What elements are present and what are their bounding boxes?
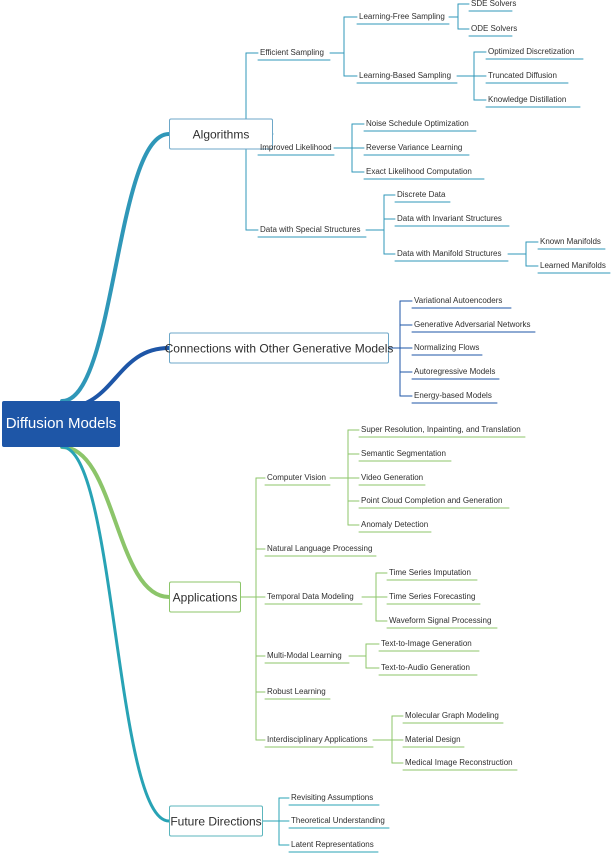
branch-future: Future Directions [169,805,263,837]
node-gan: Generative Adversarial Networks [414,320,531,329]
node-exact-likelihood: Exact Likelihood Computation [366,167,472,176]
branch-applications: Applications [169,581,241,613]
node-computer-vision: Computer Vision [267,473,326,482]
branch-algorithms: Algorithms [169,118,273,150]
node-text-to-audio: Text-to-Audio Generation [381,663,470,672]
edge-root-algorithms [60,132,171,403]
edge-root-applications [60,445,171,599]
node-special-structures: Data with Special Structures [260,225,361,234]
node-super-resolution: Super Resolution, Inpainting, and Transl… [361,425,521,434]
node-ode-solvers: ODE Solvers [471,24,518,33]
node-latent-representations: Latent Representations [291,840,374,849]
node-molecular-graph: Molecular Graph Modeling [405,711,499,720]
node-material-design: Material Design [405,735,461,744]
node-efficient-sampling: Efficient Sampling [260,48,324,57]
node-nlp: Natural Language Processing [267,544,373,553]
node-learning-free-sampling: Learning-Free Sampling [359,12,445,21]
node-autoregressive: Autoregressive Models [414,367,496,376]
node-video-generation: Video Generation [361,473,424,482]
node-reverse-variance: Reverse Variance Learning [366,143,463,152]
node-time-series-imputation: Time Series Imputation [389,568,471,577]
node-revisiting-assumptions: Revisiting Assumptions [291,793,374,802]
node-noise-schedule: Noise Schedule Optimization [366,119,469,128]
node-text-to-image: Text-to-Image Generation [381,639,472,648]
node-sde-solvers: SDE Solvers [471,0,517,8]
node-theoretical-understanding: Theoretical Understanding [291,816,385,825]
node-semantic-segmentation: Semantic Segmentation [361,449,446,458]
node-learning-based-sampling: Learning-Based Sampling [359,71,452,80]
node-time-series-forecasting: Time Series Forecasting [389,592,476,601]
edge-root-future [60,445,171,823]
node-manifold-structures: Data with Manifold Structures [397,249,502,258]
node-optimized-discretization: Optimized Discretization [488,47,575,56]
node-multimodal: Multi-Modal Learning [267,651,342,660]
node-anomaly-detection: Anomaly Detection [361,520,429,529]
node-discrete-data: Discrete Data [397,190,446,199]
node-medical-image: Medical Image Reconstruction [405,758,513,767]
node-waveform: Waveform Signal Processing [389,616,492,625]
node-point-cloud: Point Cloud Completion and Generation [361,496,503,505]
edge-root-connections [60,346,171,410]
root-node: Diffusion Models [2,401,120,447]
node-interdisciplinary: Interdisciplinary Applications [267,735,368,744]
node-invariant-structures: Data with Invariant Structures [397,214,502,223]
node-normalizing-flows: Normalizing Flows [414,343,480,352]
node-temporal-data: Temporal Data Modeling [267,592,354,601]
node-improved-likelihood: Improved Likelihood [260,143,332,152]
node-learned-manifolds: Learned Manifolds [540,261,606,270]
node-vae: Variational Autoencoders [414,296,503,305]
node-robust-learning: Robust Learning [267,687,326,696]
branch-connections: Connections with Other Generative Models [165,332,393,364]
node-energy-based: Energy-based Models [414,391,492,400]
node-known-manifolds: Known Manifolds [540,237,601,246]
node-knowledge-distillation: Knowledge Distillation [488,95,567,104]
node-truncated-diffusion: Truncated Diffusion [488,71,557,80]
